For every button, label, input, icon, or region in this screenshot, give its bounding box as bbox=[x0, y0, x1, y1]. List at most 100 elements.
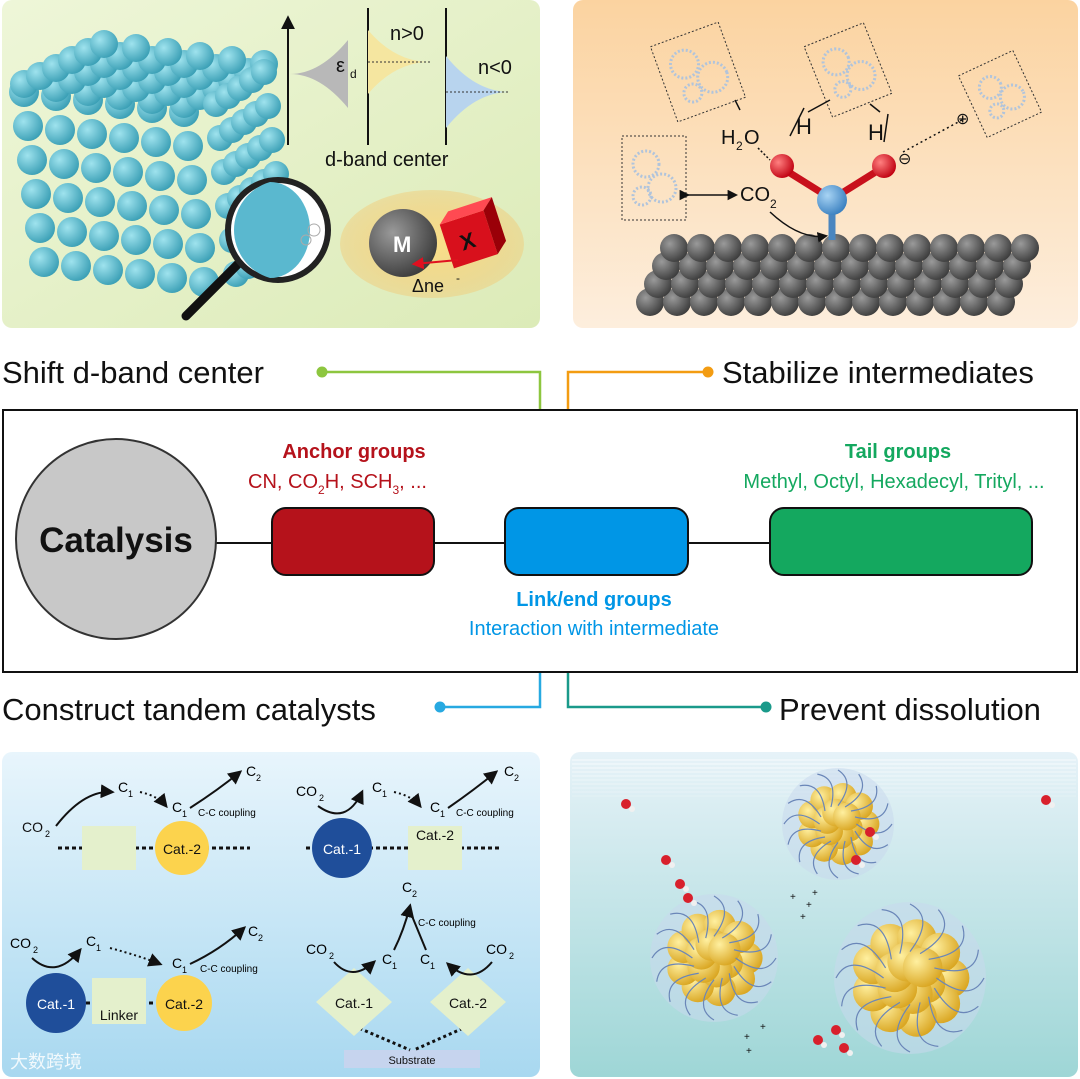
subscript: 2 bbox=[319, 793, 324, 803]
connector-dot bbox=[316, 366, 328, 378]
cat2-label: Cat.-2 bbox=[416, 827, 454, 843]
subscript: 2 bbox=[256, 773, 261, 783]
cat1-label: Cat.-1 bbox=[335, 995, 373, 1011]
oxygen-atom bbox=[770, 154, 794, 178]
d-band-center-caption: d-band center bbox=[325, 149, 449, 171]
subscript: 1 bbox=[382, 789, 387, 799]
subscript: 2 bbox=[514, 773, 519, 783]
h2o-label: H bbox=[721, 127, 735, 149]
cat1-label: Cat.-1 bbox=[37, 996, 75, 1012]
strategy-connectors bbox=[316, 366, 772, 713]
c2-label: C bbox=[248, 923, 258, 939]
svg-text:+: + bbox=[760, 1022, 766, 1033]
panel-intermediates: H 2 O CO 2 H H ⊖ ⊕ bbox=[573, 0, 1078, 328]
subscript: 2 bbox=[329, 951, 334, 961]
charge-transfer-label: Δne bbox=[412, 276, 444, 296]
anchor-group-block bbox=[271, 507, 435, 576]
metal-surface bbox=[636, 234, 1039, 316]
nanoparticle-cluster-right bbox=[834, 902, 986, 1054]
c1-label: C bbox=[172, 799, 182, 815]
ligand-schematic: Catalysis Anchor groups CN, CO2H, SCH3, … bbox=[2, 409, 1078, 673]
co2-label: CO bbox=[740, 184, 770, 206]
svg-text:+: + bbox=[790, 892, 796, 903]
subscript: 2 bbox=[45, 829, 50, 839]
subscript: 1 bbox=[96, 943, 101, 953]
cc-coupling-label: C-C coupling bbox=[198, 808, 256, 819]
subscript: 2 bbox=[509, 951, 514, 961]
cat2-label: Cat.-2 bbox=[449, 995, 487, 1011]
svg-text:+: + bbox=[746, 1046, 752, 1057]
svg-text:+: + bbox=[800, 912, 806, 923]
co2-label: CO bbox=[296, 783, 317, 799]
link-groups-title: Link/end groups bbox=[516, 589, 672, 611]
h2o-tail: O bbox=[744, 127, 760, 149]
n-positive-label: n>0 bbox=[390, 23, 424, 45]
link-group-block bbox=[504, 507, 689, 576]
tail-groups-title: Tail groups bbox=[845, 441, 951, 463]
subscript: 2 bbox=[412, 889, 417, 899]
positive-charge-icon: ⊕ bbox=[956, 111, 969, 128]
charge-transfer-sup: - bbox=[456, 271, 460, 285]
oxygen-atom bbox=[872, 154, 896, 178]
subscript: 1 bbox=[182, 809, 187, 819]
c2-label: C bbox=[246, 763, 256, 779]
strategy-shift-d-band: Shift d-band center bbox=[2, 355, 264, 390]
anchor-groups-examples: CN, CO2H, SCH3, ... bbox=[248, 471, 427, 497]
metal-label: M bbox=[393, 232, 411, 257]
link-groups-description: Interaction with intermediate bbox=[469, 618, 719, 640]
subscript: 2 bbox=[33, 945, 38, 955]
hydrogen-bond-right: H bbox=[868, 120, 884, 145]
nanoparticle-cluster-top bbox=[782, 768, 894, 880]
epsilon-d-subscript: d bbox=[350, 67, 357, 81]
c1-label: C bbox=[372, 779, 382, 795]
tail-groups-examples: Methyl, Octyl, Hexadecyl, Trityl, ... bbox=[743, 471, 1044, 493]
cat1-label: Cat.-1 bbox=[323, 841, 361, 857]
cc-coupling-label: C-C coupling bbox=[200, 964, 258, 975]
co2-label: CO bbox=[486, 941, 507, 957]
catalysis-label: Catalysis bbox=[39, 521, 193, 560]
negative-charge-icon: ⊖ bbox=[898, 151, 911, 168]
hydrogen-bond-left: H bbox=[796, 114, 812, 139]
co2-label: CO bbox=[306, 941, 327, 957]
co2-subscript: 2 bbox=[770, 197, 777, 211]
cc-coupling-label: C-C coupling bbox=[418, 918, 476, 929]
substrate-label: Substrate bbox=[388, 1055, 435, 1067]
cc-coupling-label: C-C coupling bbox=[456, 808, 514, 819]
panel-dissolution: +++++++ bbox=[570, 752, 1078, 1077]
co2-label: CO bbox=[22, 819, 43, 835]
svg-text:+: + bbox=[744, 1032, 750, 1043]
n-negative-label: n<0 bbox=[478, 57, 512, 79]
c1-label: C bbox=[430, 799, 440, 815]
d-band-diagram: ε d n>0 n<0 d-band center bbox=[281, 8, 512, 171]
subscript: 1 bbox=[182, 965, 187, 975]
c2-label: C bbox=[504, 763, 514, 779]
subscript: 1 bbox=[392, 961, 397, 971]
h2o-subscript: 2 bbox=[736, 139, 743, 153]
linker-label: Linker bbox=[100, 1007, 138, 1023]
ligand-box-left bbox=[621, 135, 687, 221]
svg-text:+: + bbox=[806, 900, 812, 911]
c1-label: C bbox=[172, 955, 182, 971]
cat2-label: Cat.-2 bbox=[163, 841, 201, 857]
connector-dot bbox=[760, 701, 772, 713]
c1-label: C bbox=[118, 779, 128, 795]
connector-dot bbox=[434, 701, 446, 713]
watermark: 大数跨境 bbox=[10, 1052, 82, 1072]
c2-label: C bbox=[402, 879, 412, 895]
subscript: 1 bbox=[440, 809, 445, 819]
strategy-prevent-dissolution: Prevent dissolution bbox=[779, 692, 1041, 727]
anchor-groups-title: Anchor groups bbox=[282, 441, 425, 463]
charge-transfer-illustration: M X Δne - bbox=[340, 190, 524, 298]
subscript: 1 bbox=[430, 961, 435, 971]
c1-label: C bbox=[86, 933, 96, 949]
panel-d-band: ε d n>0 n<0 d-band center M X Δne - bbox=[2, 0, 540, 328]
strategy-tandem-catalysts: Construct tandem catalysts bbox=[2, 692, 376, 727]
cat2-label: Cat.-2 bbox=[165, 996, 203, 1012]
catalysis-core bbox=[15, 438, 217, 640]
subscript: 2 bbox=[258, 933, 263, 943]
